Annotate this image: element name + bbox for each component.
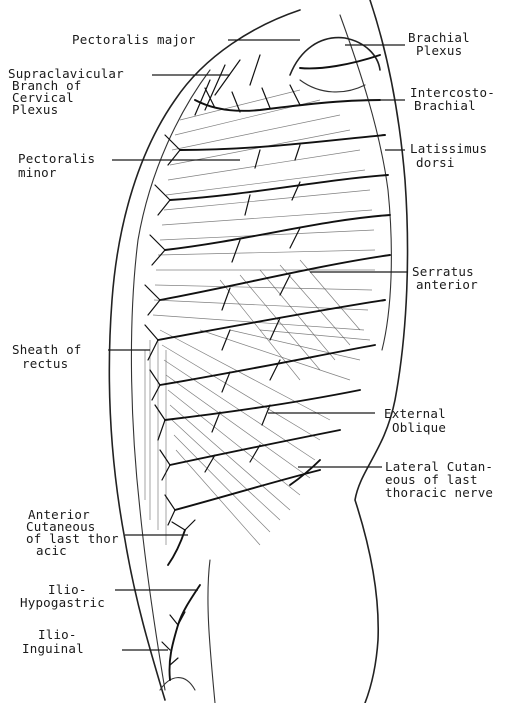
label-anterior-cutaneous: Anterior Cutaneous of last thor acic <box>26 507 126 558</box>
inguinal-fold <box>160 678 195 690</box>
groin-contour <box>208 560 215 703</box>
back-contour <box>355 0 408 703</box>
label-intercosto-brachial: Intercosto- Brachial <box>410 85 503 113</box>
muscle-hatching <box>145 90 375 545</box>
label-latissimus-dorsi: Latissimus dorsi <box>410 141 495 170</box>
label-sheath-of-rectus: Sheath of rectus <box>12 342 89 371</box>
label-serratus-anterior: Serratus anterior <box>412 264 482 292</box>
label-supraclavicular: Supraclavicular Branch of Cervical Plexu… <box>8 66 132 117</box>
rectus-sheath-line <box>131 70 210 690</box>
label-lateral-cutaneous: Lateral Cutan- eous of last thoracic ner… <box>385 459 501 500</box>
label-external-oblique: External Oblique <box>384 406 454 435</box>
label-pectoralis-minor: Pectoralis minor <box>18 151 103 180</box>
labels: Pectoralis major Brachial Plexus Supracl… <box>8 30 503 656</box>
label-pectoralis-major: Pectoralis major <box>72 32 196 47</box>
nerves <box>145 55 390 680</box>
label-ilio-hypogastric: Ilio- Hypogastric <box>20 582 105 610</box>
shoulder-contour <box>290 38 380 75</box>
axilla-contour <box>300 80 365 92</box>
leader-lines <box>108 40 408 650</box>
label-brachial-plexus: Brachial Plexus <box>408 30 478 58</box>
body-outline <box>109 0 407 703</box>
label-ilio-inguinal: Ilio- Inguinal <box>22 627 84 656</box>
